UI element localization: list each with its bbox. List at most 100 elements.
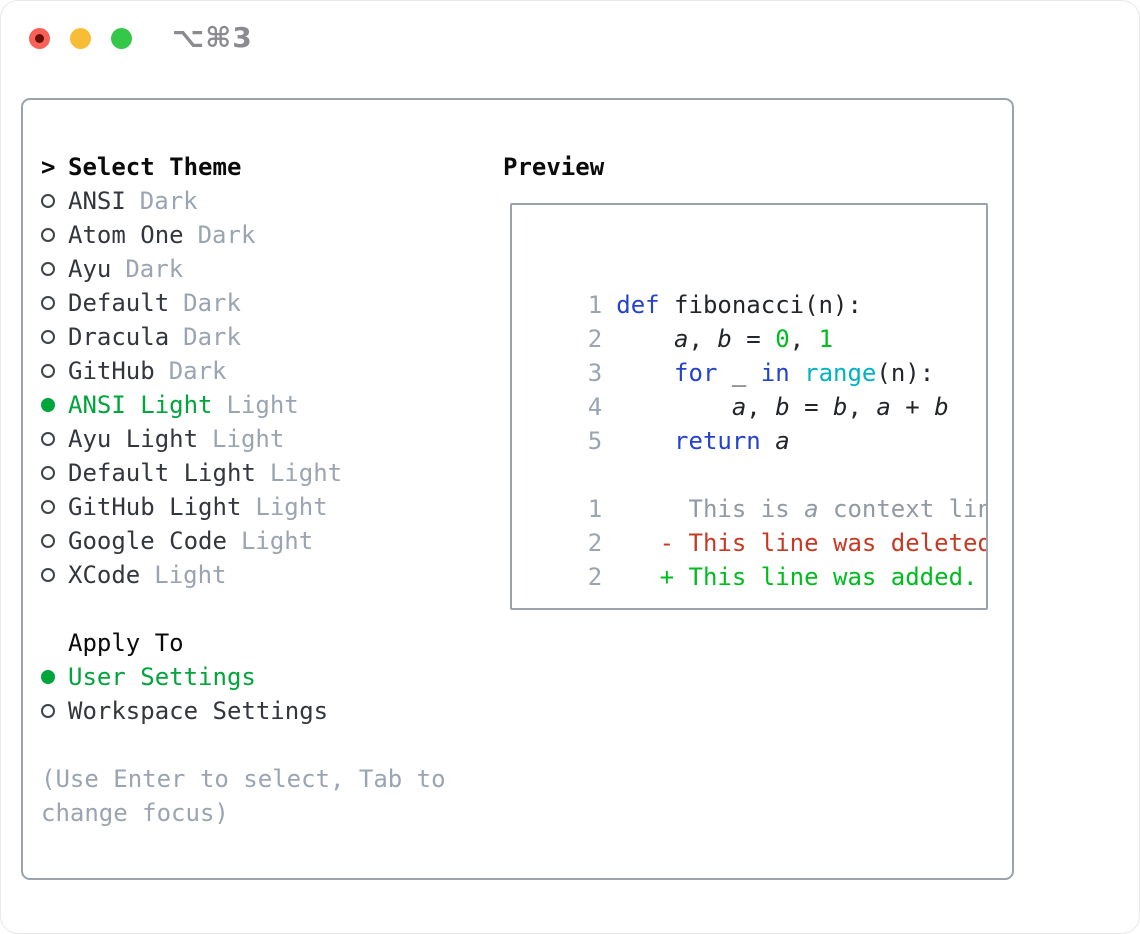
select-theme-heading-label: Select Theme — [68, 153, 242, 181]
theme-option[interactable]: ANSI Light Light — [41, 388, 491, 422]
code-segment: 0 — [775, 325, 790, 353]
radio-icon — [41, 670, 55, 684]
code-segment — [616, 427, 674, 455]
zoom-button[interactable] — [111, 27, 132, 49]
radio-icon — [41, 228, 55, 242]
theme-options-group: ANSI Dark Atom One Dark Ayu Dark Default… — [41, 184, 491, 592]
theme-option-name: Ayu — [68, 255, 112, 283]
radio-icon — [41, 364, 55, 378]
preview-line: 3 for _ in range(n): — [530, 322, 986, 387]
theme-option[interactable]: GitHub Light Light — [41, 490, 491, 524]
theme-option-variant: Dark — [125, 255, 184, 283]
code-segment: , — [746, 393, 776, 421]
preview-line: 1 This is a context line. — [530, 458, 986, 523]
help-text: (Use Enter to select, Tab to change focu… — [41, 765, 446, 827]
theme-option[interactable]: Google Code Light — [41, 524, 491, 558]
theme-picker-panel: > Select Theme ANSI Dark Atom One Dark A… — [21, 98, 1014, 880]
preview-line: 2 + This line was added. — [530, 526, 986, 591]
theme-option-variant: Dark — [139, 187, 198, 215]
theme-option-variant: Light — [226, 391, 299, 419]
code-segment — [616, 359, 674, 387]
apply-to-option[interactable]: Workspace Settings — [41, 694, 491, 728]
spacer — [41, 592, 491, 626]
theme-option-variant: Dark — [168, 357, 227, 385]
code-segment: + — [890, 393, 935, 421]
theme-option[interactable]: Dracula Dark — [41, 320, 491, 354]
theme-option[interactable]: XCode Light — [41, 558, 491, 592]
radio-icon — [41, 500, 55, 514]
theme-option-variant: Dark — [183, 323, 241, 351]
theme-option-name: Ayu Light — [68, 425, 199, 453]
theme-option-name: Default — [68, 289, 170, 317]
apply-to-option[interactable]: User Settings — [41, 660, 491, 694]
code-segment: in — [760, 359, 790, 387]
close-button[interactable] — [29, 27, 50, 49]
radio-icon — [41, 330, 55, 344]
line-number: 2 — [587, 529, 603, 557]
radio-icon — [41, 398, 55, 412]
radio-icon — [41, 432, 55, 446]
diff-preview: 1 This is a context line. 2 - This line … — [530, 458, 986, 591]
radio-icon — [41, 466, 55, 480]
code-segment: a — [674, 325, 689, 353]
theme-option[interactable]: Default Light Light — [41, 456, 491, 490]
theme-option[interactable]: Default Dark — [41, 286, 491, 320]
code-segment — [790, 359, 804, 387]
code-segment: return — [674, 427, 761, 455]
code-segment — [616, 325, 674, 353]
theme-option-variant: Light — [269, 459, 343, 487]
code-segment: , — [847, 393, 877, 421]
theme-option-variant: Light — [154, 561, 227, 589]
theme-option-name: Default Light — [68, 459, 256, 487]
apply-to-heading-label: Apply To — [68, 629, 184, 657]
theme-option-name: Dracula — [68, 323, 170, 351]
preview-heading: Preview — [503, 153, 605, 181]
spacer — [41, 728, 491, 762]
line-number: 2 — [587, 325, 603, 353]
theme-option-variant: Dark — [197, 221, 256, 249]
code-segment — [761, 427, 775, 455]
theme-option-variant: Light — [255, 493, 328, 521]
code-segment: a — [876, 393, 891, 421]
code-segment: for — [674, 359, 718, 387]
theme-option[interactable]: GitHub Dark — [41, 354, 491, 388]
code-segment: _ — [717, 359, 761, 387]
select-theme-heading: > Select Theme — [41, 150, 491, 184]
code-segment: , — [688, 325, 718, 353]
line-number: 1 — [587, 495, 603, 523]
window-shortcut-label: ⌥⌘3 — [172, 21, 253, 54]
theme-option[interactable]: Ayu Dark — [41, 252, 491, 286]
radio-icon — [41, 568, 55, 582]
code-segment: a — [775, 427, 790, 455]
theme-option[interactable]: Ayu Light Light — [41, 422, 491, 456]
code-segment — [616, 393, 732, 421]
theme-option-variant: Light — [212, 425, 285, 453]
minimize-button[interactable] — [70, 27, 91, 49]
theme-option[interactable]: Atom One Dark — [41, 218, 491, 252]
radio-icon — [41, 262, 55, 276]
line-number: 2 — [587, 563, 603, 591]
radio-icon — [41, 194, 55, 208]
theme-option[interactable]: ANSI Dark — [41, 184, 491, 218]
preview-line: 2 a, b = 0, 1 — [530, 288, 986, 353]
cursor-icon: > — [41, 153, 56, 181]
preview-line: 4 a, b = b, a + b — [530, 356, 986, 421]
theme-option-name: GitHub Light — [68, 493, 242, 521]
code-segment: This is — [616, 495, 805, 523]
theme-option-name: Google Code — [68, 527, 227, 555]
code-segment: def — [616, 291, 660, 319]
code-segment: , — [789, 325, 819, 353]
code-segment: (n): — [876, 359, 935, 387]
line-number: 5 — [587, 427, 603, 455]
line-number: 4 — [587, 393, 603, 421]
code-segment: = — [789, 393, 834, 421]
apply-to-option-label: User Settings — [68, 663, 256, 691]
code-segment: a — [804, 495, 819, 523]
code-segment: a — [731, 393, 747, 421]
apply-to-heading: Apply To — [41, 626, 491, 660]
code-segment: b — [833, 393, 848, 421]
theme-option-name: ANSI — [68, 187, 126, 215]
preview-line: 5 return a — [530, 390, 986, 455]
theme-option-name: Atom One — [68, 221, 184, 249]
